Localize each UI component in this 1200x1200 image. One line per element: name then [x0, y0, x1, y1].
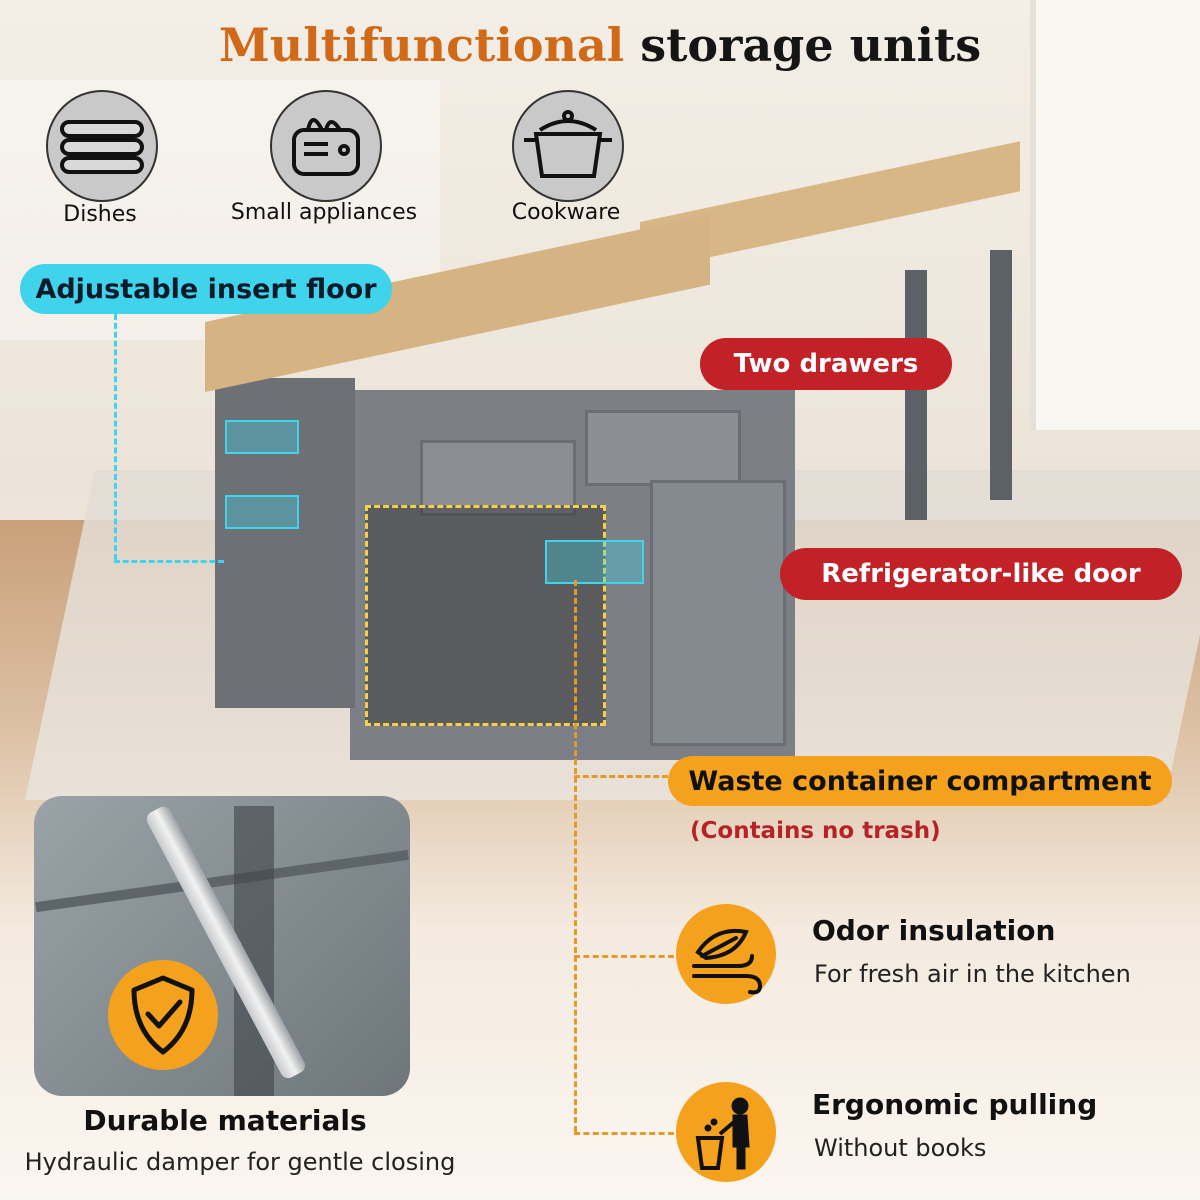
orange-leader-line [574, 580, 577, 1132]
feature-subtitle: For fresh air in the kitchen [814, 960, 1131, 988]
waste-note: (Contains no trash) [690, 818, 941, 844]
drawer-left [420, 440, 576, 516]
orange-leader-line [574, 1132, 674, 1135]
durable-title: Durable materials [83, 1104, 367, 1137]
cyan-leader-line [114, 314, 117, 560]
hydraulic-damper-photo [34, 796, 410, 1096]
refrigerator-door [650, 480, 786, 746]
feature-subtitle: Without books [814, 1134, 987, 1162]
callout-adjustable-insert-floor: Adjustable insert floor [20, 264, 392, 314]
insert-shelf-top [225, 420, 299, 454]
table-leg [905, 270, 927, 520]
waste-compartment-outline [365, 505, 606, 726]
icon-label: Cookware [511, 200, 621, 225]
trash-can-person-icon [676, 1082, 776, 1182]
insert-shelf-center [545, 540, 644, 584]
feature-title: Odor insulation [812, 914, 1056, 947]
leaf-wind-icon [676, 904, 776, 1004]
insert-shelf-bottom [225, 495, 299, 529]
cabinet-side [215, 378, 355, 708]
cyan-leader-line [114, 560, 224, 563]
table-leg [990, 250, 1012, 500]
callout-two-drawers: Two drawers [700, 338, 952, 390]
icon-label: Small appliances [230, 200, 418, 225]
feature-title: Ergonomic pulling [812, 1088, 1098, 1121]
callout-refrigerator-door: Refrigerator-like door [780, 548, 1182, 600]
dishes-icon [46, 90, 158, 202]
callout-waste-compartment: Waste container compartment [668, 756, 1172, 806]
toaster-icon [270, 90, 382, 202]
orange-leader-line [574, 955, 674, 958]
drawer-right [585, 410, 741, 486]
title-rest: storage units [640, 18, 982, 72]
shield-check-icon [108, 960, 218, 1070]
background-window [1030, 0, 1200, 430]
page-title: Multifunctional storage units [0, 18, 1200, 72]
durable-subtitle: Hydraulic damper for gentle closing [24, 1148, 456, 1176]
orange-leader-line [574, 775, 668, 778]
door-edge [35, 849, 409, 913]
pot-icon [512, 90, 624, 202]
title-highlight: Multifunctional [218, 18, 625, 72]
icon-label: Dishes [63, 202, 137, 227]
